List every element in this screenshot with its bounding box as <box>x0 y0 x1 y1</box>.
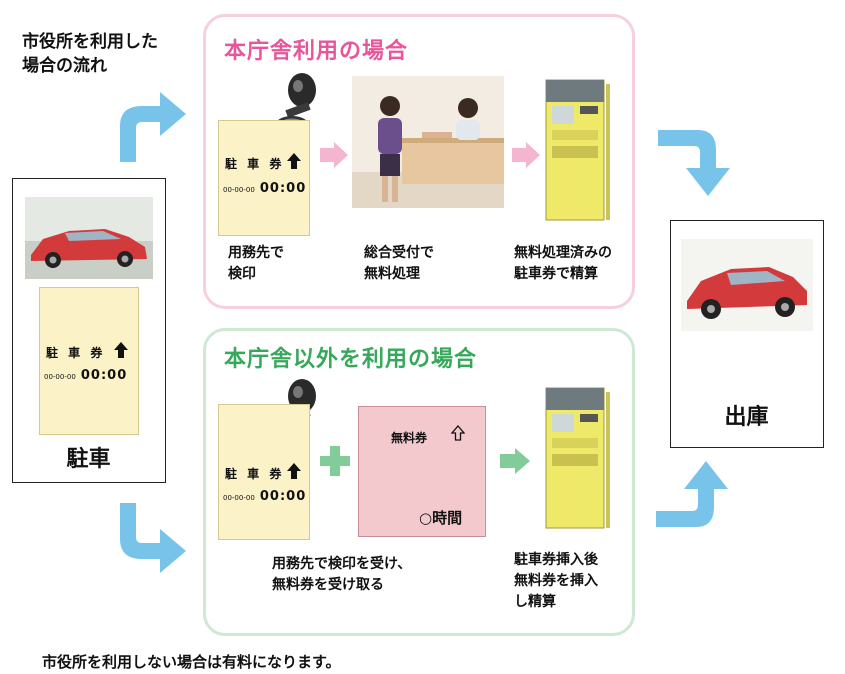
arrow-up-icon <box>287 463 301 479</box>
caption-line: 無料券を受け取る <box>272 577 384 593</box>
payment-machine-image <box>545 387 610 529</box>
plus-icon <box>320 446 350 476</box>
main-office-title: 本庁舎利用の場合 <box>224 39 409 64</box>
caption-line: 無料処理済みの <box>514 245 612 261</box>
ticket-time: 00-00-00 00:00 <box>223 485 306 504</box>
main-step2-caption: 総合受付で 無料処理 <box>364 243 434 285</box>
caption-line: 検印 <box>228 266 256 282</box>
other-office-ticket: 駐 車 券 00-00-00 00:00 <box>218 404 310 540</box>
free-ticket: 無料券 ○時間 <box>358 406 486 537</box>
caption-line: 無料券を挿入 <box>514 573 598 589</box>
footer-note: 市役所を利用しない場合は有料になります。 <box>42 653 341 671</box>
exit-box: 出庫 <box>670 220 824 448</box>
ticket-label: 駐 車 券 <box>225 157 285 171</box>
parking-label: 駐車 <box>66 447 111 472</box>
other-step1-caption: 用務先で検印を受け、 無料券を受け取る <box>272 554 411 596</box>
arrow-up-outline-icon <box>451 425 465 441</box>
other-office-title: 本庁舎以外を利用の場合 <box>224 347 478 372</box>
main-office-ticket: 駐 車 券 00-00-00 00:00 <box>218 120 310 236</box>
caption-line: 無料処理 <box>364 266 420 282</box>
ticket-date: 00-00-00 <box>223 186 255 194</box>
intro-line-2: 場合の流れ <box>22 56 107 76</box>
green-arrow-right-icon <box>500 448 530 474</box>
payment-machine-image <box>545 79 610 221</box>
pink-arrow-right-icon <box>512 142 540 168</box>
main-step3-caption: 無料処理済みの 駐車券で精算 <box>514 243 612 285</box>
arrow-up-icon <box>114 342 128 358</box>
other-step2-caption: 駐車券挿入後 無料券を挿入 し精算 <box>514 550 598 613</box>
free-ticket-hours: ○時間 <box>419 509 463 527</box>
ticket-time: 00-00-00 00:00 <box>44 364 127 383</box>
arrow-down-right-icon <box>120 503 186 573</box>
ticket-clock: 00:00 <box>259 489 307 504</box>
intro-text: 市役所を利用した 場合の流れ <box>22 30 158 78</box>
caption-line: し精算 <box>514 594 556 610</box>
ticket-time: 00-00-00 00:00 <box>223 177 306 196</box>
pink-arrow-right-icon <box>320 142 348 168</box>
ticket-date: 00-00-00 <box>44 373 76 381</box>
parking-ticket: 駐 車 券 00-00-00 00:00 <box>39 287 139 435</box>
departing-car-image <box>681 239 813 331</box>
caption-line: 駐車券挿入後 <box>514 552 598 568</box>
ticket-label: 駐 車 券 <box>46 346 106 360</box>
parked-car-image <box>25 197 153 279</box>
ticket-clock: 00:00 <box>259 181 307 196</box>
intro-line-1: 市役所を利用した <box>22 32 158 52</box>
ticket-clock: 00:00 <box>80 368 128 383</box>
caption-line: 用務先で <box>228 245 284 261</box>
free-ticket-label: 無料券 <box>391 431 428 445</box>
ticket-date: 00-00-00 <box>223 494 255 502</box>
caption-line: 駐車券で精算 <box>514 266 598 282</box>
caption-line: 用務先で検印を受け、 <box>272 556 412 572</box>
parking-box: 駐 車 券 00-00-00 00:00 駐車 <box>12 178 166 483</box>
arrow-right-up-icon <box>656 461 728 527</box>
reception-image <box>352 76 504 208</box>
exit-label: 出庫 <box>724 405 769 430</box>
main-step1-caption: 用務先で 検印 <box>228 243 284 285</box>
caption-line: 総合受付で <box>364 245 434 261</box>
arrow-up-right-icon <box>120 92 186 162</box>
ticket-label: 駐 車 券 <box>225 467 285 481</box>
arrow-up-icon <box>287 153 301 169</box>
arrow-right-down-icon <box>658 130 730 196</box>
